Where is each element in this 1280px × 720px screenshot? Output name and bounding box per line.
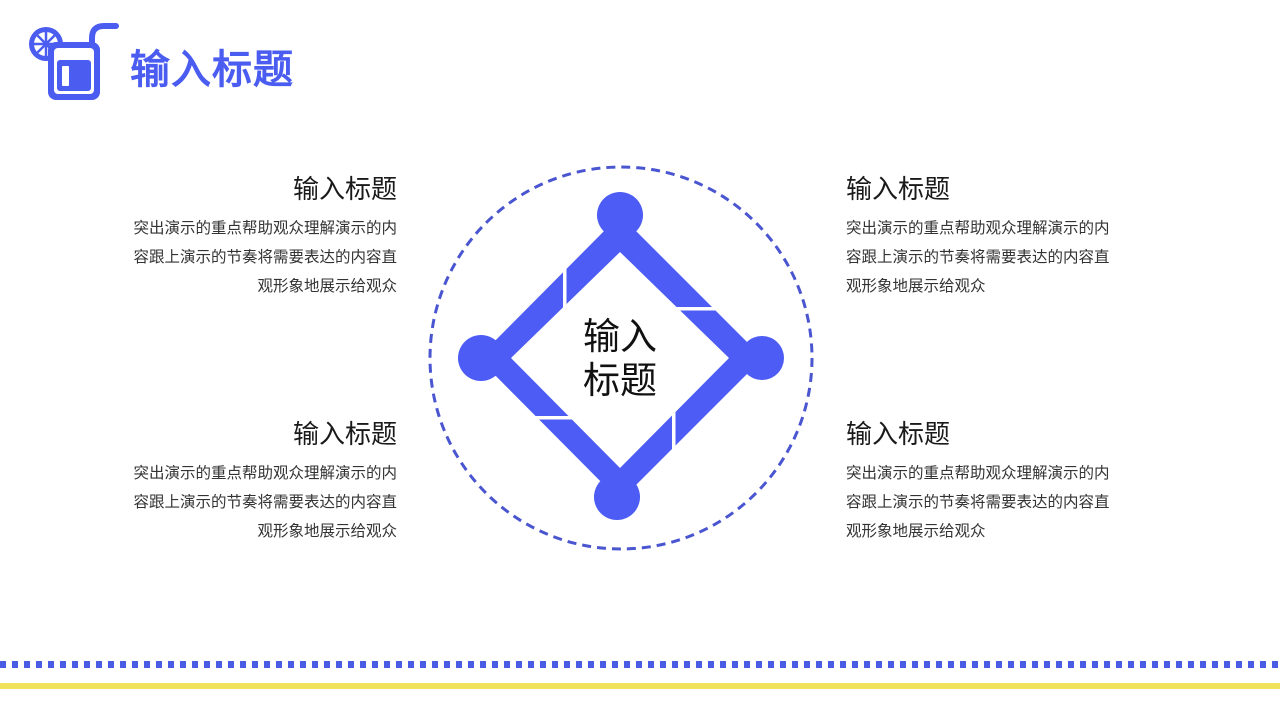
center-title-line1: 输入: [583, 315, 657, 358]
node-bottom: [594, 474, 640, 520]
block-line: 容跟上演示的节奏将需要表达的内容直: [133, 493, 397, 511]
node-left: [458, 335, 504, 381]
center-title: 输入 标题: [570, 315, 670, 403]
block-title: 输入标题: [846, 420, 951, 450]
text-block-bottom-left: 输入标题 突出演示的重点帮助观众理解演示的内 容跟上演示的节奏将需要表达的内容直…: [97, 417, 397, 546]
text-block-bottom-right: 输入标题 突出演示的重点帮助观众理解演示的内 容跟上演示的节奏将需要表达的内容直…: [846, 417, 1146, 546]
block-line: 突出演示的重点帮助观众理解演示的内: [133, 464, 397, 482]
block-line: 观形象地展示给观众: [257, 277, 397, 295]
node-right: [740, 336, 784, 380]
block-title: 输入标题: [846, 175, 951, 205]
text-block-top-left: 输入标题 突出演示的重点帮助观众理解演示的内 容跟上演示的节奏将需要表达的内容直…: [97, 172, 397, 301]
block-line: 容跟上演示的节奏将需要表达的内容直: [846, 493, 1110, 511]
center-title-line2: 标题: [583, 359, 657, 402]
page-title: 输入标题: [130, 47, 294, 93]
dashed-circle: [428, 165, 814, 551]
block-line: 突出演示的重点帮助观众理解演示的内: [846, 464, 1110, 482]
block-line: 观形象地展示给观众: [846, 522, 986, 540]
block-line: 观形象地展示给观众: [257, 522, 397, 540]
block-line: 观形象地展示给观众: [846, 277, 986, 295]
drink-glass-with-lemon-icon: [29, 23, 119, 100]
block-line: 容跟上演示的节奏将需要表达的内容直: [133, 248, 397, 266]
block-line: 突出演示的重点帮助观众理解演示的内: [133, 219, 397, 237]
block-title: 输入标题: [292, 420, 397, 450]
text-block-top-right: 输入标题 突出演示的重点帮助观众理解演示的内 容跟上演示的节奏将需要表达的内容直…: [846, 172, 1146, 301]
yellow-divider: [0, 683, 1280, 689]
node-top: [597, 192, 643, 238]
block-title: 输入标题: [292, 175, 397, 205]
dotted-divider: [0, 661, 1280, 668]
block-line: 突出演示的重点帮助观众理解演示的内: [846, 219, 1110, 237]
block-line: 容跟上演示的节奏将需要表达的内容直: [846, 248, 1110, 266]
